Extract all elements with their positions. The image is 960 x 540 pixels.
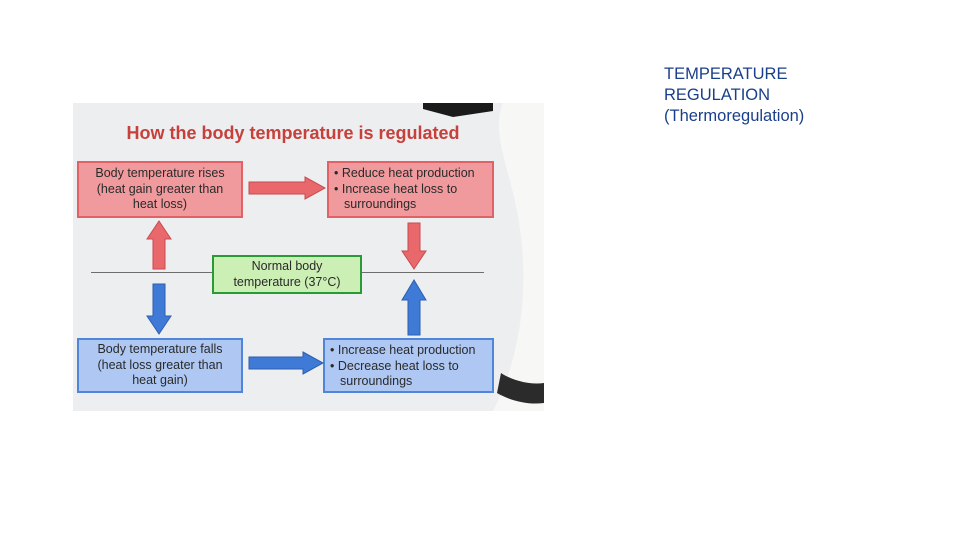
- response-item: Increase heat production: [330, 343, 492, 359]
- right-arrow-icon: [249, 177, 325, 199]
- box-text-line: temperature (37°C): [233, 275, 340, 291]
- response-item-continued: surroundings: [334, 197, 492, 213]
- up-arrow-icon: [402, 280, 426, 335]
- warming-response-box: Increase heat production Decrease heat l…: [323, 338, 494, 393]
- diagram-title: How the body temperature is regulated: [73, 123, 513, 144]
- right-arrow-icon: [249, 352, 323, 374]
- down-arrow-icon: [147, 284, 171, 334]
- temperature-falls-box: Body temperature falls (heat loss greate…: [77, 338, 243, 393]
- box-text-line: (heat gain greater than: [97, 182, 223, 198]
- response-item: Reduce heat production: [334, 166, 492, 182]
- response-item-continued: surroundings: [330, 374, 492, 390]
- cooling-response-box: Reduce heat production Increase heat los…: [327, 161, 494, 218]
- box-text-line: Normal body: [252, 259, 323, 275]
- box-text-line: (heat loss greater than: [97, 358, 222, 374]
- slide-title: TEMPERATURE REGULATION (Thermoregulation…: [664, 64, 924, 127]
- up-arrow-icon: [147, 221, 171, 269]
- box-text-line: surroundings: [340, 374, 412, 388]
- thermoregulation-diagram: How the body temperature is regulated Bo…: [73, 103, 544, 411]
- box-text-line: heat loss): [133, 197, 187, 213]
- response-item: Decrease heat loss to: [330, 359, 492, 375]
- box-text-line: heat gain): [132, 373, 188, 389]
- normal-temperature-box: Normal body temperature (37°C): [212, 255, 362, 294]
- response-item: Increase heat loss to: [334, 182, 492, 198]
- box-text-line: Body temperature falls: [97, 342, 222, 358]
- temperature-rises-box: Body temperature rises (heat gain greate…: [77, 161, 243, 218]
- down-arrow-icon: [402, 223, 426, 269]
- box-text-line: Body temperature rises: [95, 166, 224, 182]
- box-text-line: surroundings: [344, 197, 416, 211]
